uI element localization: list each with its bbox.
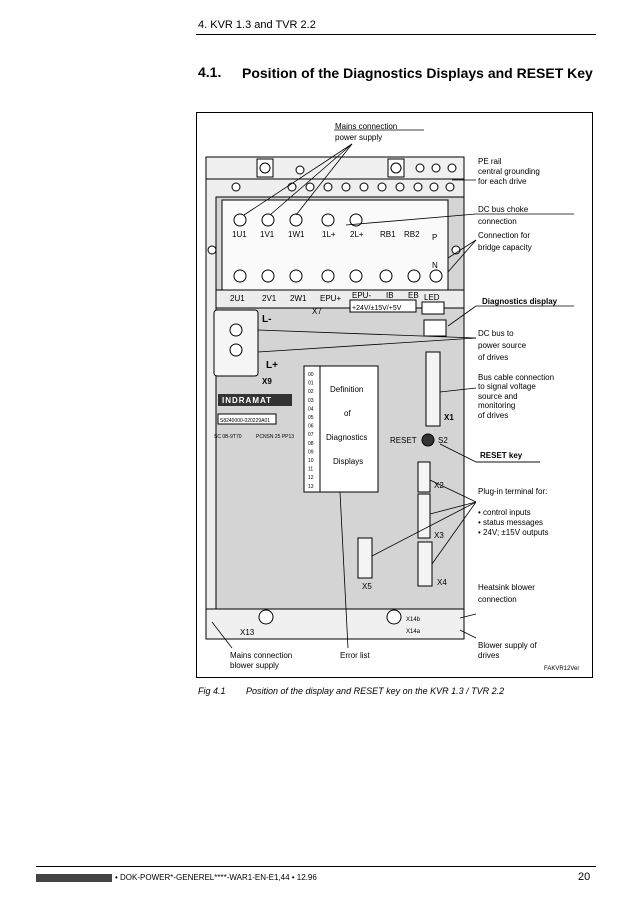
dc-bus-label-1: DC bus to (478, 329, 514, 338)
x14a-label: X14a (406, 629, 421, 635)
terminal-1v1: 1V1 (260, 230, 275, 239)
bridge-label-2: bridge capacity (478, 243, 532, 252)
publisher-logo (36, 873, 112, 882)
x9-label: X9 (262, 377, 272, 386)
mains-supply-label-1: Mains connection (335, 122, 397, 131)
terminal-eb: EB (408, 291, 419, 300)
diag-code: 11 (308, 467, 313, 473)
section-title: Position of the Diagnostics Displays and… (242, 65, 593, 81)
terminal-2v1: 2V1 (262, 294, 277, 303)
diag-code: 08 (308, 441, 314, 447)
pe-rail-label-1: PE rail (478, 157, 502, 166)
chapter-header: 4. KVR 1.3 and TVR 2.2 (198, 19, 316, 31)
bus-cable-label-2: to signal voltage (478, 382, 536, 391)
dc-bus-label-2: power source (478, 341, 527, 350)
diag-code: 02 (308, 389, 314, 395)
brand-plate (218, 394, 292, 406)
plugin-label-3: • status messages (478, 518, 543, 527)
footer-rule (36, 866, 596, 867)
terminal-1u1: 1U1 (232, 230, 247, 239)
x2-label: X2 (434, 481, 444, 490)
pe-rail-label-3: for each drive (478, 177, 527, 186)
header-rule (196, 34, 596, 35)
diag-code: 01 (308, 381, 314, 387)
terminal-epu-minus: EPU- (352, 291, 371, 300)
reset-label: RESET (390, 436, 417, 445)
reset-key-label: RESET key (480, 451, 523, 460)
diag-code: 12 (308, 475, 314, 481)
figure-frame (196, 112, 593, 678)
terminal-1w1: 1W1 (288, 230, 305, 239)
l-minus-label: L- (262, 314, 271, 325)
blower-label-2: drives (478, 651, 499, 660)
mains-supply-label-2: power supply (335, 133, 382, 142)
footer-doc: • DOK-POWER*-GENEREL****-WAR1-EN-E1,44 •… (36, 873, 317, 882)
dc-choke-label-2: connection (478, 217, 517, 226)
diag-box-line-3: Diagnostics (326, 433, 367, 442)
pe-rail-label-2: central grounding (478, 167, 540, 176)
plugin-label-1: Plug-in terminal for: (478, 487, 547, 496)
plugin-label-4: • 24V; ±15V outputs (478, 528, 549, 537)
bus-cable-label-4: monitoring (478, 401, 515, 410)
dc-choke-label-1: DC bus choke (478, 205, 529, 214)
dc-bus-label-3: of drives (478, 353, 508, 362)
terminal-n: N (432, 261, 438, 270)
terminal-2w1: 2W1 (290, 294, 307, 303)
plugin-label-2: • control inputs (478, 508, 531, 517)
diag-code: 10 (308, 458, 314, 464)
error-list-label: Error list (340, 651, 371, 660)
terminal-rb1: RB1 (380, 230, 396, 239)
blower-supply-label-1: Mains connection (230, 651, 292, 660)
diag-code: 09 (308, 449, 314, 455)
id-line-2: SC 0B-9T70 (214, 434, 242, 440)
caption-number: Fig 4.1 (198, 686, 226, 696)
diag-code: 06 (308, 424, 314, 430)
diag-code: 07 (308, 432, 314, 438)
bridge-label-1: Connection for (478, 231, 530, 240)
brand-logo: INDRAMAT (222, 396, 272, 405)
x3-label: X3 (434, 531, 444, 540)
diag-code: 00 (308, 372, 314, 378)
diag-code: 13 (308, 484, 314, 490)
diag-box-line-2: of (344, 409, 351, 418)
heatsink-label-1: Heatsink blower (478, 583, 535, 592)
diag-code: 05 (308, 415, 314, 421)
blower-supply-label-2: blower supply (230, 661, 279, 670)
bus-cable-label-3: source and (478, 392, 518, 401)
footer-doc-text: • DOK-POWER*-GENEREL****-WAR1-EN-E1,44 •… (115, 873, 317, 882)
l-plus-label: L+ (266, 360, 278, 371)
terminal-2l-plus: 2L+ (350, 230, 364, 239)
diag-box-line-1: Definition (330, 385, 363, 394)
s2-label: S2 (438, 436, 448, 445)
diag-display-label: Diagnostics display (482, 297, 558, 306)
figure-code: FAKVR12Ver (544, 666, 579, 672)
voltage-label: +24V/±15V/+5V (352, 305, 402, 312)
section-number: 4.1. (198, 64, 222, 80)
x13-label: X13 (240, 628, 255, 637)
x1-label: X1 (444, 413, 454, 422)
x4-label: X4 (437, 578, 447, 587)
terminal-2u1: 2U1 (230, 294, 245, 303)
diag-code: 04 (308, 406, 314, 412)
terminal-p: P (432, 233, 437, 242)
x5-label: X5 (362, 582, 372, 591)
id-line-3: PCNSN 25 PP13 (256, 434, 294, 440)
page-number: 20 (578, 871, 591, 883)
heatsink-label-2: connection (478, 595, 517, 604)
terminal-epu-plus: EPU+ (320, 294, 341, 303)
diag-code: 03 (308, 398, 314, 404)
terminal-rb2: RB2 (404, 230, 420, 239)
led-label: LED (424, 293, 440, 302)
x14b-label: X14b (406, 617, 421, 623)
bus-cable-label-1: Bus cable connection (478, 373, 554, 382)
terminal-ib: IB (386, 291, 394, 300)
diag-box-line-4: Displays (333, 457, 363, 466)
x7-label: X7 (312, 307, 322, 316)
terminal-1l-plus: 1L+ (322, 230, 336, 239)
caption-text: Position of the display and RESET key on… (246, 686, 505, 696)
id-line-1: S8240000-020229A01 (220, 418, 270, 424)
bus-cable-label-5: of drives (478, 411, 508, 420)
blower-label-1: Blower supply of (478, 641, 537, 650)
